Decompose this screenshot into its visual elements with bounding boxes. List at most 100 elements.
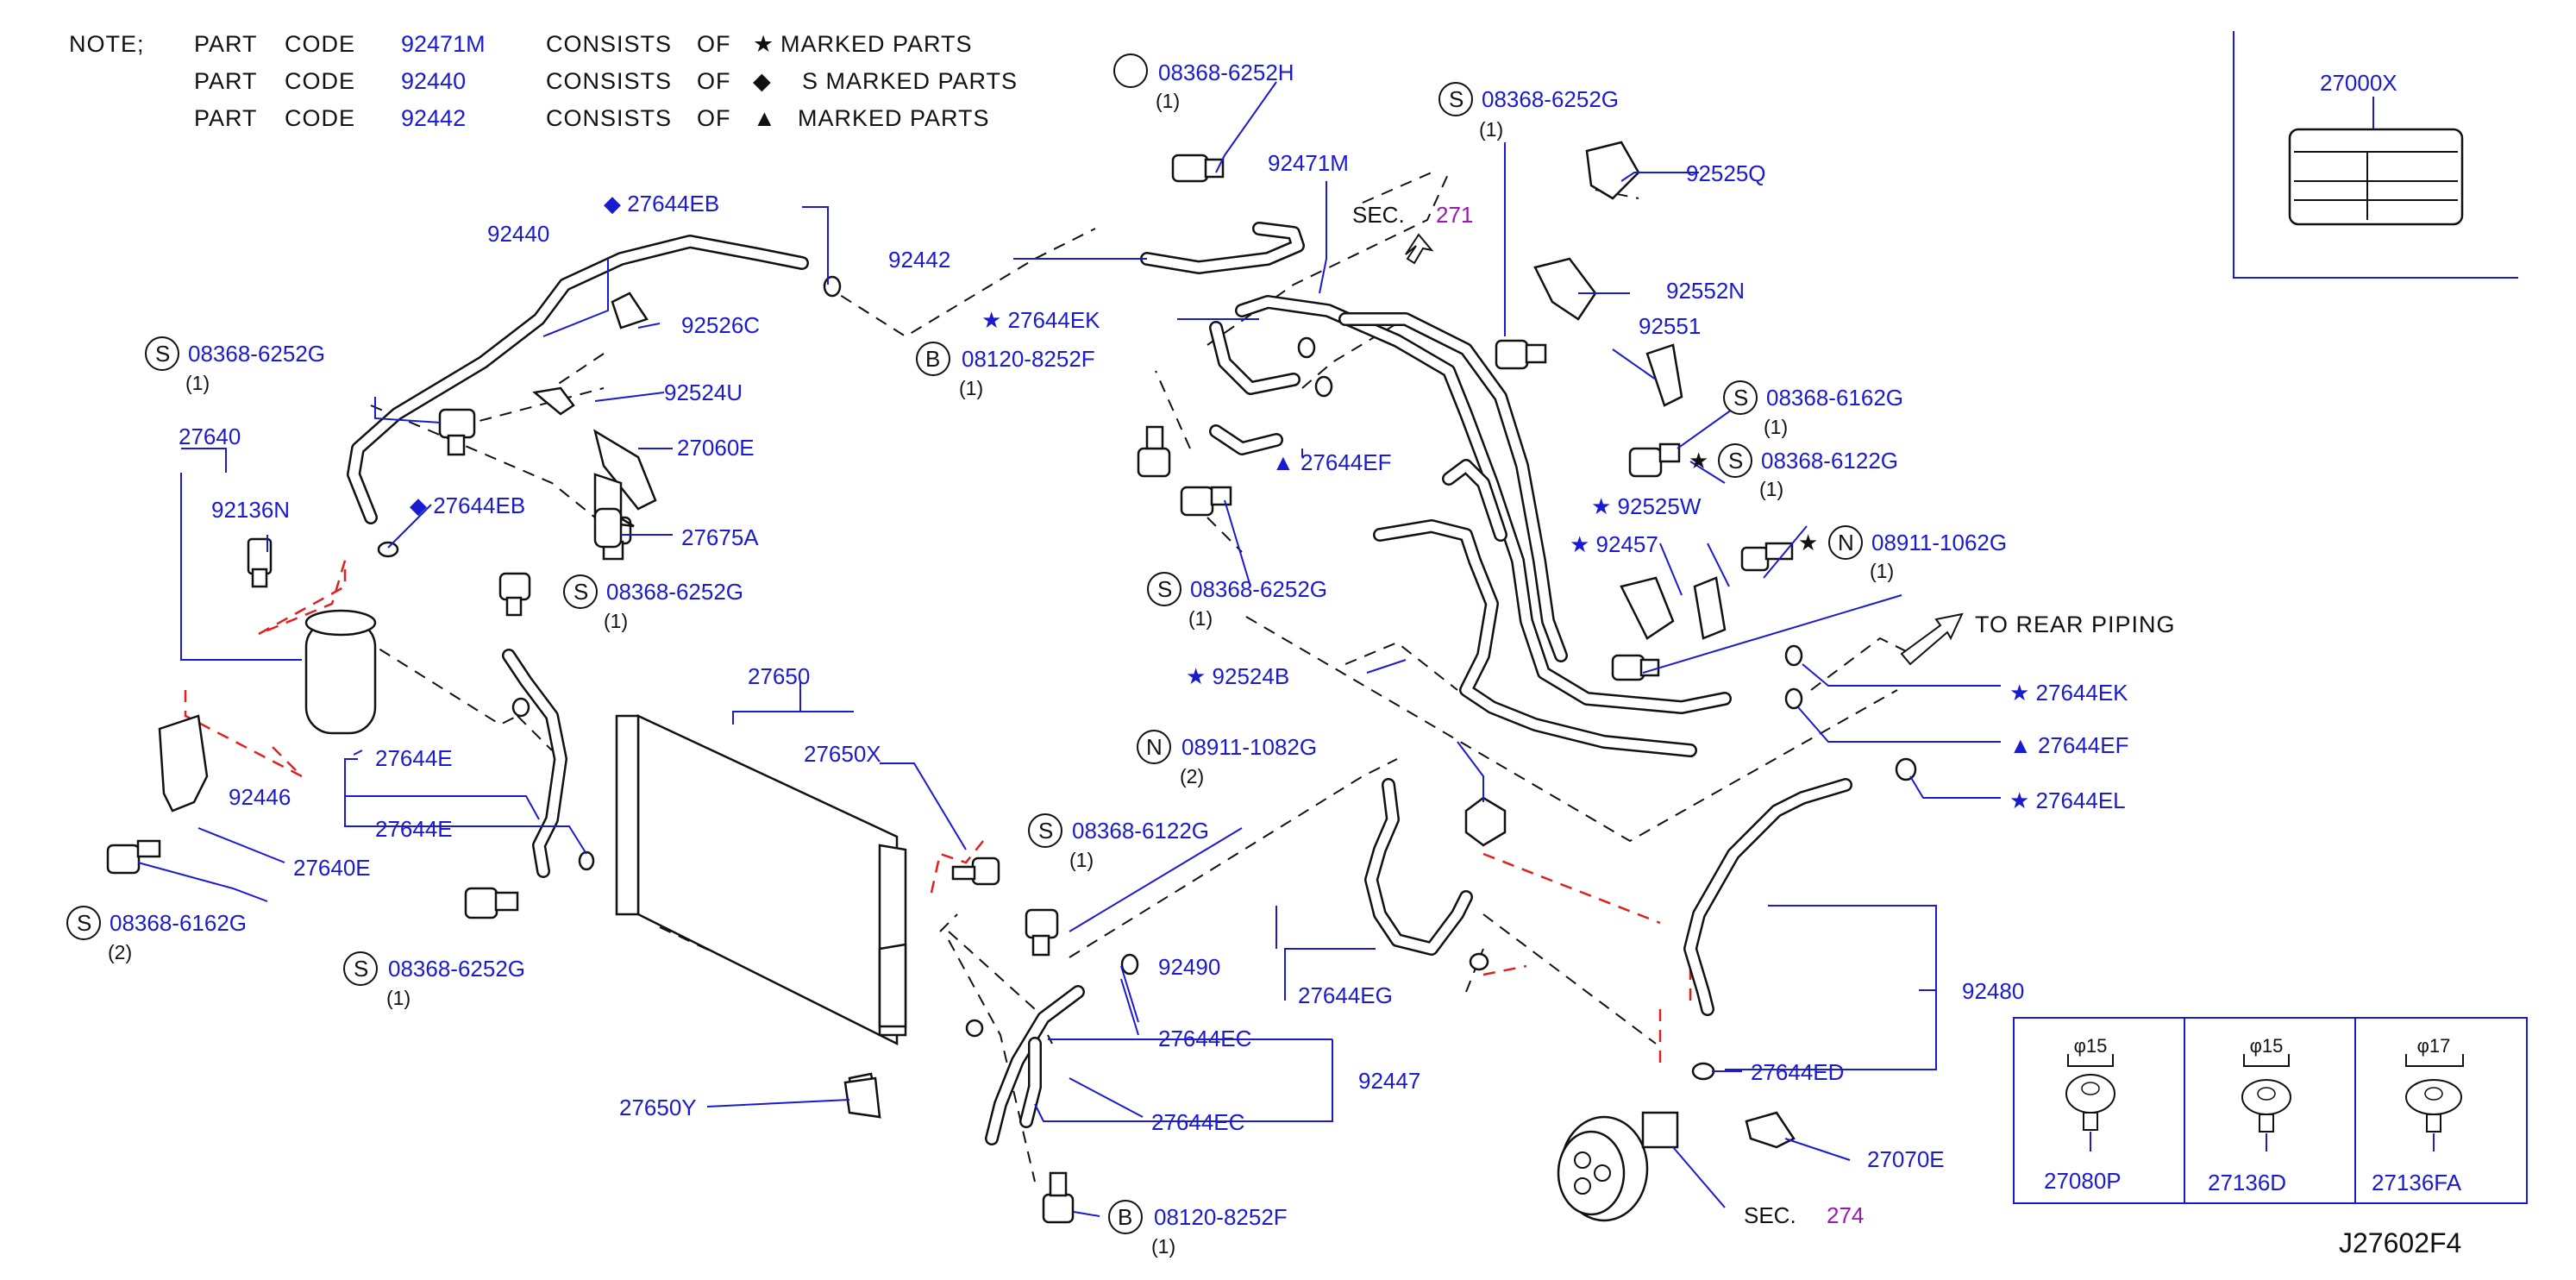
part-label-27070e: 27070E <box>1867 1146 1945 1172</box>
badge-letter: S <box>1038 818 1053 844</box>
note-of: OF <box>697 31 731 57</box>
part-label-08368-6162g: 08368-6162G <box>110 910 247 936</box>
section-ref-prefix: SEC. <box>1744 1202 1796 1228</box>
badge-letter: B <box>1118 1204 1132 1230</box>
sensor-icon <box>951 856 1000 886</box>
caution-label-icon <box>2288 128 2464 226</box>
quantity-label: (1) <box>1870 560 1894 582</box>
bolt-icon <box>464 887 519 919</box>
callout-badge-circle <box>1828 525 1863 560</box>
bracket-icon <box>532 386 575 416</box>
part-label-08120-8252f: 08120-8252F <box>1154 1204 1288 1230</box>
badge-letter: S <box>77 910 91 936</box>
o-ring-icon <box>377 541 399 558</box>
note-consists: CONSISTS <box>546 68 672 94</box>
callout-badge-circle <box>1718 443 1752 478</box>
part-label-08368-6252g: 08368-6252G <box>1190 576 1327 602</box>
callout-badge-circle <box>1028 813 1062 848</box>
bracket-icon <box>1620 576 1675 640</box>
drier-bracket <box>158 714 209 813</box>
section-ref-number: 271 <box>1436 202 1473 228</box>
note-code: CODE <box>285 68 355 94</box>
part-label-92526c: 92526C <box>681 312 760 338</box>
note-consists: CONSISTS <box>546 31 672 57</box>
note-part-number: 92440 <box>401 68 466 94</box>
badge-letter: S <box>354 956 368 982</box>
note-tail: MARKED PARTS <box>798 105 990 131</box>
clip-part-label: 27136D <box>2208 1170 2286 1195</box>
part-label-92457: ★ 92457 <box>1570 531 1658 557</box>
note-part-number: 92442 <box>401 105 466 131</box>
quantity-label: (1) <box>1759 478 1783 500</box>
bolt-icon <box>1137 425 1171 478</box>
quantity-label: (2) <box>108 941 132 963</box>
note-code: CODE <box>285 105 355 131</box>
quantity-label: (1) <box>185 372 210 394</box>
quantity-label: (1) <box>1479 118 1503 141</box>
note-part-number: 92471M <box>401 31 486 57</box>
clip-icon <box>2405 1079 2462 1133</box>
diameter-label: φ15 <box>2074 1035 2108 1057</box>
quantity-label: (1) <box>1151 1235 1175 1258</box>
arrow-icon <box>1900 612 1964 666</box>
callout-badge-circle <box>916 342 950 376</box>
quantity-label: (1) <box>1069 849 1094 871</box>
callout-labels: 08368-6252H (1) 92471M S 08368-6252G (1)… <box>66 53 2397 1258</box>
o-ring-icon <box>578 850 595 871</box>
bolt-icon <box>498 572 531 617</box>
callout-badge-circle <box>1723 380 1758 415</box>
part-label-08368-6252g: 08368-6252G <box>188 341 325 367</box>
star-marker: ★ <box>1798 530 1818 555</box>
star-marker: ★ <box>753 31 774 57</box>
clips-table: φ15 27080P φ15 27136D φ17 <box>2013 1017 2528 1204</box>
o-ring-icon <box>1895 757 1917 781</box>
note-of: OF <box>697 105 731 131</box>
part-label-08368-6252g: 08368-6252G <box>1482 86 1619 112</box>
part-label-27650: 27650 <box>748 663 810 689</box>
o-ring-icon <box>823 275 842 298</box>
part-label-08368-6162g: 08368-6162G <box>1766 385 1903 411</box>
part-label-92490: 92490 <box>1158 954 1220 980</box>
receiver-drier <box>304 609 377 735</box>
cap-icon <box>593 507 623 549</box>
o-ring-icon <box>1469 952 1489 971</box>
part-label-27644el: ★ 27644EL <box>2009 787 2126 813</box>
diameter-label: φ15 <box>2250 1035 2284 1057</box>
o-ring-icon <box>1120 953 1139 976</box>
bracket-icon <box>1693 576 1727 640</box>
part-label-08911-1062g: 08911-1062G <box>1871 530 2007 555</box>
part-label-27060e: 27060E <box>677 435 755 461</box>
clip-cell-3: φ17 27136FA <box>2372 1035 2464 1195</box>
bracket-icon <box>878 943 907 1028</box>
clip-part-label: 27136FA <box>2372 1170 2462 1195</box>
bracket-icon <box>1645 343 1683 407</box>
part-label-27644ek: ★ 27644EK <box>981 307 1100 333</box>
o-ring-icon <box>965 1019 984 1038</box>
callout-badge-circle <box>66 906 101 940</box>
callout-badge-circle <box>563 574 598 609</box>
part-label-08911-1082g: 08911-1082G <box>1181 734 1317 760</box>
o-ring-icon <box>1691 1062 1715 1081</box>
part-label-92471m: 92471M <box>1268 150 1349 176</box>
badge-letter: N <box>1838 530 1854 555</box>
part-label-92440: 92440 <box>487 221 549 247</box>
part-label-92447: 92447 <box>1358 1068 1420 1094</box>
part-label-27640e: 27640E <box>293 855 371 881</box>
red-dashed-lines <box>184 560 1692 1070</box>
part-label-08368-6122g: 08368-6122G <box>1761 448 1898 474</box>
bracket-icon <box>611 292 649 329</box>
note-part: PART <box>194 105 258 131</box>
diagram-reference-code: J27602F4 <box>2339 1227 2461 1258</box>
note-line-2: PART CODE 92440 CONSISTS OF ◆ S MARKED P… <box>194 68 1017 94</box>
nut-icon <box>1464 796 1507 847</box>
to-rear-piping-label: TO REAR PIPING <box>1975 612 2176 637</box>
note-part: PART <box>194 31 258 57</box>
small-parts <box>106 141 1917 1224</box>
bracket-icon <box>1585 141 1640 200</box>
part-label-08120-8252f: 08120-8252F <box>962 346 1095 372</box>
bracket-icon <box>1745 1111 1796 1149</box>
pipes <box>347 222 1852 1145</box>
part-label-08368-6252g: 08368-6252G <box>388 956 525 982</box>
section-ref-prefix: SEC. <box>1352 202 1405 228</box>
